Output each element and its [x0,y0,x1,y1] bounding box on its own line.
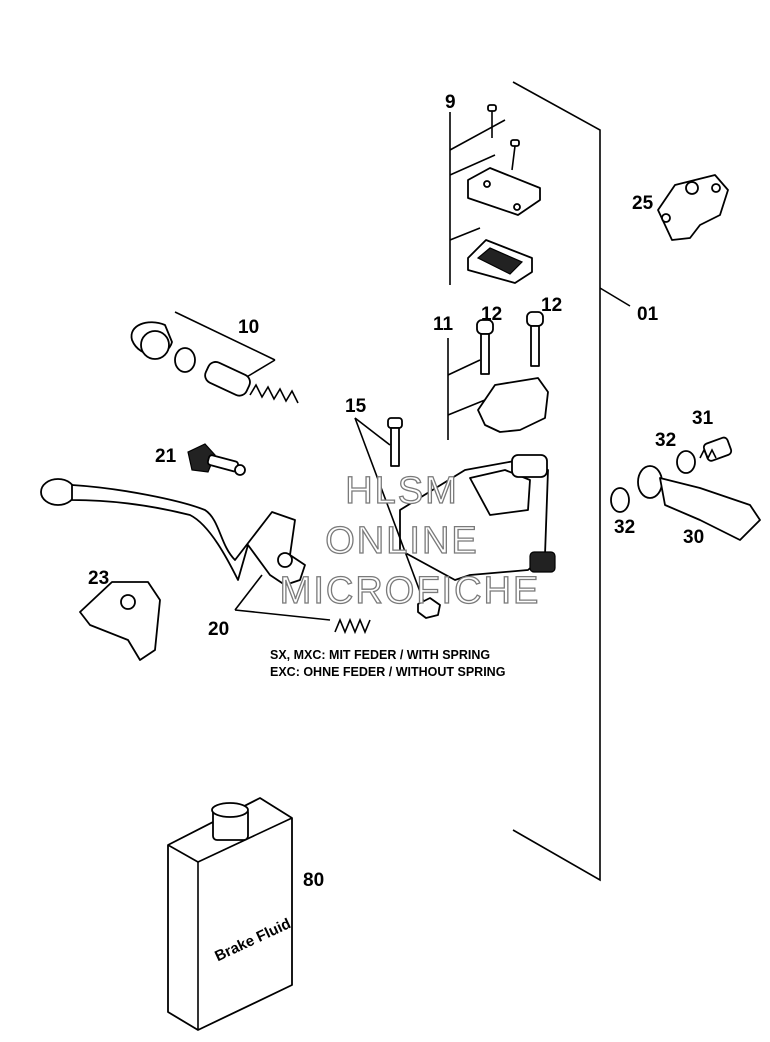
callout-32a: 32 [655,430,676,451]
callout-31: 31 [692,408,714,429]
watermark: HLSM ONLINE MICROFICHE [279,469,541,612]
master-cylinder-body [399,454,556,581]
callout-01: 01 [637,304,659,325]
part-21-adjuster [187,443,246,476]
callout-15: 15 [345,396,367,417]
callout-10: 10 [238,317,259,338]
part-30-31-32-banjo [610,436,761,541]
note-without-spring: EXC: OHNE FEDER / WITHOUT SPRING [270,665,505,679]
callout-11: 11 [433,314,454,335]
callout-12b: 12 [541,295,562,316]
callout-30: 30 [683,527,704,548]
part-15-bolt-nut [354,417,441,619]
part-23-lever-guard [79,581,161,661]
callout-32b: 32 [614,517,635,538]
callout-12a: 12 [481,304,502,325]
part-80-brake-fluid-bottle: Brake Fluid [167,797,293,1031]
part-11-12-clamp-bolts [447,311,549,440]
part-9-reservoir-cover [449,104,541,285]
callout-80: 80 [303,870,324,891]
callout-20: 20 [208,619,229,640]
watermark-line2: ONLINE [325,520,478,562]
part-25-clamp [657,174,729,241]
callout-23: 23 [88,568,109,589]
watermark-line1: HLSM [345,470,459,512]
callout-9: 9 [445,92,456,113]
callout-21: 21 [155,446,177,467]
part-20-lever [40,478,371,635]
assembly-bracket-01 [512,81,631,882]
part-10-piston-kit [130,311,299,404]
callout-25: 25 [632,193,654,214]
cover-screw [487,104,520,171]
note-with-spring: SX, MXC: MIT FEDER / WITH SPRING [270,648,490,662]
watermark-line3: MICROFICHE [280,570,541,612]
